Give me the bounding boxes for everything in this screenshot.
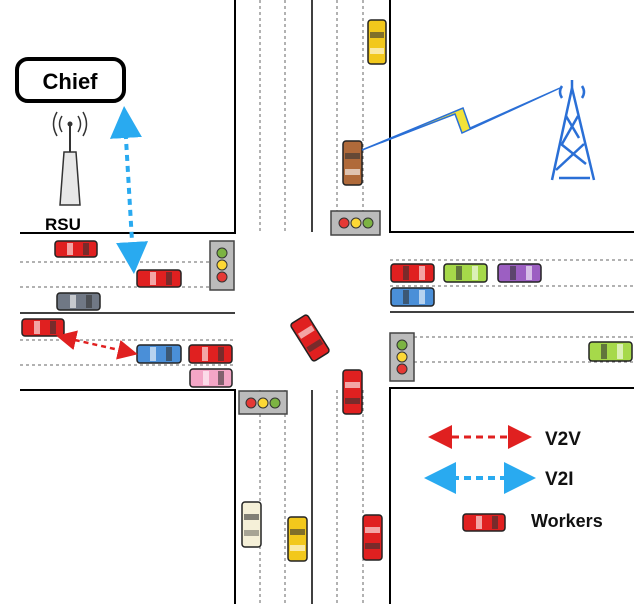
car-pink-west bbox=[189, 368, 233, 388]
lightning-bolt-icon bbox=[361, 87, 561, 151]
car-blue-east bbox=[390, 287, 435, 307]
car-red-west-4 bbox=[188, 344, 233, 364]
car-red-east bbox=[390, 263, 435, 283]
car-red-south bbox=[362, 514, 383, 561]
legend-worker-car-icon bbox=[462, 513, 506, 532]
legend-v2i-label: V2I bbox=[545, 469, 574, 490]
car-yellow-south bbox=[287, 516, 308, 562]
car-red-turning bbox=[290, 314, 330, 362]
rsu-label: RSU bbox=[45, 215, 81, 234]
car-red-west-1 bbox=[54, 240, 98, 258]
traffic-light-west bbox=[209, 240, 235, 291]
car-lime-east-1 bbox=[443, 263, 488, 283]
chief-box: Chief bbox=[15, 57, 126, 103]
car-red-west-3 bbox=[21, 318, 65, 337]
chief-label: Chief bbox=[43, 69, 99, 94]
v2v-link-arrow bbox=[56, 330, 138, 360]
legend-v2v-label: V2V bbox=[545, 429, 581, 450]
traffic-light-south bbox=[238, 390, 288, 415]
car-red-west-2 bbox=[136, 269, 182, 288]
lane-markings bbox=[20, 0, 634, 604]
car-blue-west bbox=[136, 344, 182, 364]
road-edges bbox=[20, 0, 634, 604]
rsu-antenna-icon bbox=[52, 111, 88, 206]
car-yellow-north bbox=[367, 19, 387, 65]
car-red-center-south bbox=[342, 369, 363, 415]
cell-tower-icon bbox=[550, 80, 596, 181]
v2i-link-arrow bbox=[109, 106, 149, 274]
legend: V2V V2I Workers bbox=[424, 425, 603, 532]
car-cream-south bbox=[241, 501, 262, 548]
traffic-light-east bbox=[389, 332, 415, 382]
car-brown-north bbox=[342, 140, 363, 186]
traffic-light-north bbox=[330, 210, 381, 236]
legend-workers-label: Workers bbox=[531, 511, 603, 531]
car-lime-east-2 bbox=[588, 341, 633, 362]
car-purple-east bbox=[497, 263, 542, 283]
car-gray-west bbox=[56, 292, 101, 311]
